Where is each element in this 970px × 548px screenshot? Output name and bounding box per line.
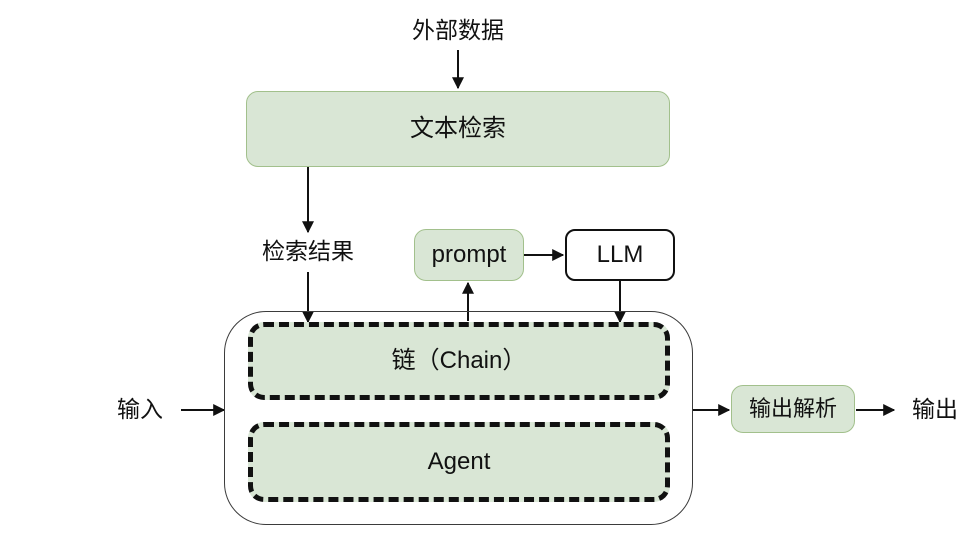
node-llm[interactable]: LLM xyxy=(565,229,675,281)
node-text-retrieval[interactable]: 文本检索 xyxy=(246,91,670,167)
node-runtime-container[interactable] xyxy=(224,311,693,525)
node-input: 输入 xyxy=(117,396,163,423)
node-output-parser[interactable]: 输出解析 xyxy=(731,385,855,433)
node-retrieval-result-label: 检索结果 xyxy=(262,238,354,265)
node-external-data: 外部数据 xyxy=(412,17,504,44)
node-agent[interactable]: Agent xyxy=(248,422,670,502)
node-chain[interactable]: 链（Chain） xyxy=(248,322,670,400)
node-output: 输出 xyxy=(912,396,958,423)
node-prompt[interactable]: prompt xyxy=(414,229,524,281)
